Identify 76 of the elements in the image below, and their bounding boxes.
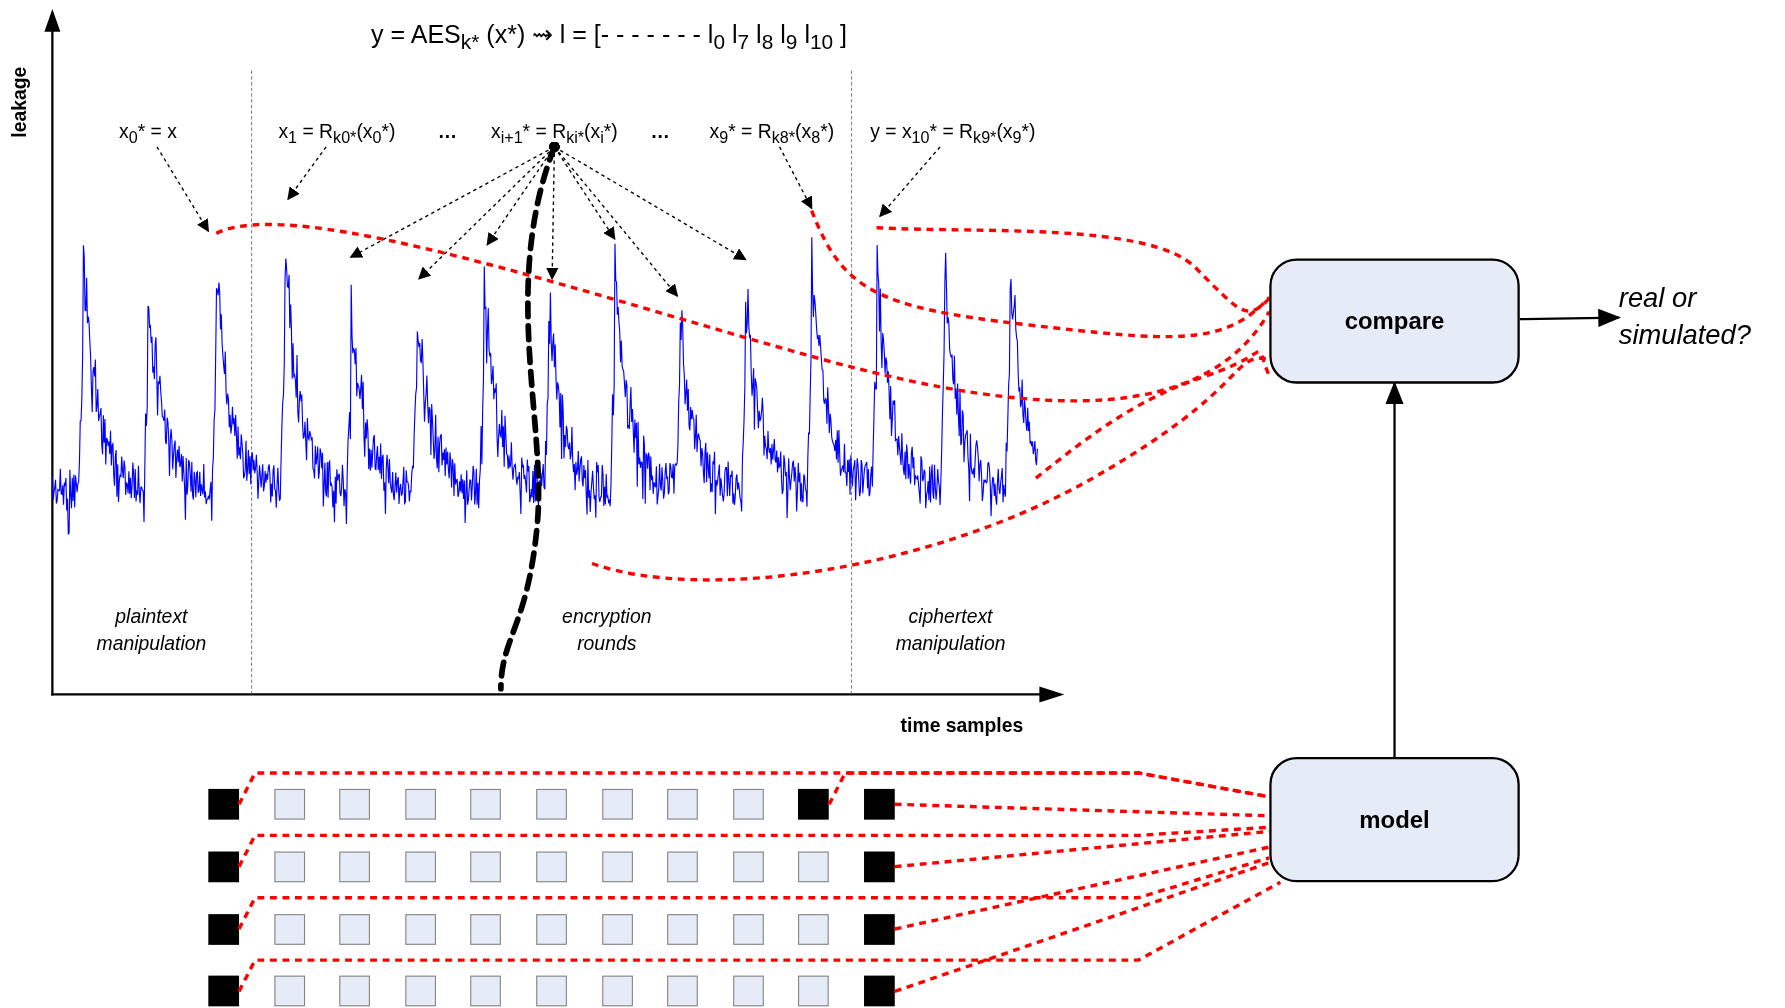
- selected-sample-square: [864, 788, 895, 820]
- dashed-connector: [237, 880, 1282, 993]
- sample-square: [667, 976, 699, 1007]
- sample-square: [273, 851, 305, 882]
- selected-sample-square: [864, 976, 895, 1007]
- formula-label: x$_{i+1}$* = R$_{ki*}$(x$_{i}$*): [480, 117, 629, 147]
- dashed-connector: [215, 222, 1271, 403]
- leader-line: [549, 141, 747, 261]
- sample-square: [732, 913, 764, 945]
- leader-line: [156, 146, 209, 233]
- sample-square: [732, 851, 764, 882]
- sample-square: [405, 913, 436, 945]
- sample-square: [470, 913, 502, 945]
- sample-square: [601, 976, 633, 1007]
- axis-label: leakage: [8, 65, 32, 140]
- region-label: plaintext manipulation: [95, 604, 208, 657]
- ellipsis: …: [649, 119, 671, 145]
- output-label: real or simulated?: [1618, 280, 1779, 353]
- sample-square: [601, 913, 633, 945]
- leader-line: [287, 146, 327, 201]
- sample-square: [732, 976, 764, 1007]
- sample-square: [798, 976, 830, 1007]
- arrow: [1519, 308, 1621, 327]
- sample-square: [667, 913, 699, 945]
- sample-square: [601, 851, 633, 882]
- leader-line: [879, 146, 941, 218]
- sample-square: [536, 851, 567, 882]
- ellipsis: …: [436, 119, 459, 145]
- leader-line: [498, 144, 558, 692]
- sample-square: [470, 851, 502, 882]
- formula-label: y = x$_{10}$* = R$_{k9*}$(x$_{9}$*): [860, 117, 1046, 147]
- dashed-connector: [876, 225, 1271, 313]
- sample-square: [470, 976, 502, 1007]
- axis-label: time samples: [899, 713, 1025, 739]
- sample-square: [273, 788, 305, 820]
- selected-sample-square: [208, 851, 240, 882]
- leader-line: [778, 146, 813, 210]
- dashed-connector: [237, 856, 1270, 930]
- sample-square: [405, 976, 436, 1007]
- formula-label: x$_{9}$* = R$_{k8*}$(x$_{8}$*): [698, 117, 845, 147]
- sample-square: [273, 913, 305, 945]
- sample-square: [273, 976, 305, 1007]
- sample-square: [732, 788, 764, 820]
- process-box: model: [1269, 757, 1520, 883]
- dashed-connector: [1034, 350, 1271, 480]
- sample-square: [339, 913, 371, 945]
- dashed-connector: [894, 845, 1270, 931]
- sample-square: [339, 851, 371, 882]
- sample-square: [339, 976, 371, 1007]
- region-label: ciphertext manipulation: [894, 604, 1007, 657]
- formula-label: x$_{0}$* = x: [104, 117, 192, 147]
- sample-square: [405, 788, 436, 820]
- process-box: compare: [1269, 258, 1520, 384]
- region-label: encryption rounds: [561, 604, 653, 657]
- sample-square: [536, 976, 567, 1007]
- sample-square: [339, 788, 371, 820]
- formula-title: y = AES$_{k*}$ (x*) ⇝ l = [- - - - - - - l$_{0}$ l$_{7}$ l$_{8}$ l$_{9}$ l$_{10}$ ]: [370, 20, 849, 56]
- sample-square: [405, 851, 436, 882]
- sample-square: [798, 913, 830, 945]
- selected-sample-square: [798, 788, 830, 820]
- sample-square: [667, 851, 699, 882]
- sample-square: [667, 788, 699, 820]
- selected-sample-square: [208, 913, 240, 945]
- arrow: [1385, 381, 1404, 758]
- selected-sample-square: [208, 976, 240, 1007]
- sample-square: [470, 788, 502, 820]
- dashed-connector: [894, 861, 1270, 994]
- selected-sample-square: [208, 788, 240, 820]
- sample-square: [536, 913, 567, 945]
- sample-square: [601, 788, 633, 820]
- selected-sample-square: [864, 913, 895, 945]
- sample-square: [536, 788, 567, 820]
- selected-sample-square: [864, 851, 895, 882]
- sample-square: [798, 851, 830, 882]
- dashed-connector: [810, 209, 1271, 339]
- formula-label: x$_{1}$ = R$_{k0*}$(x$_{0}$*): [268, 117, 406, 147]
